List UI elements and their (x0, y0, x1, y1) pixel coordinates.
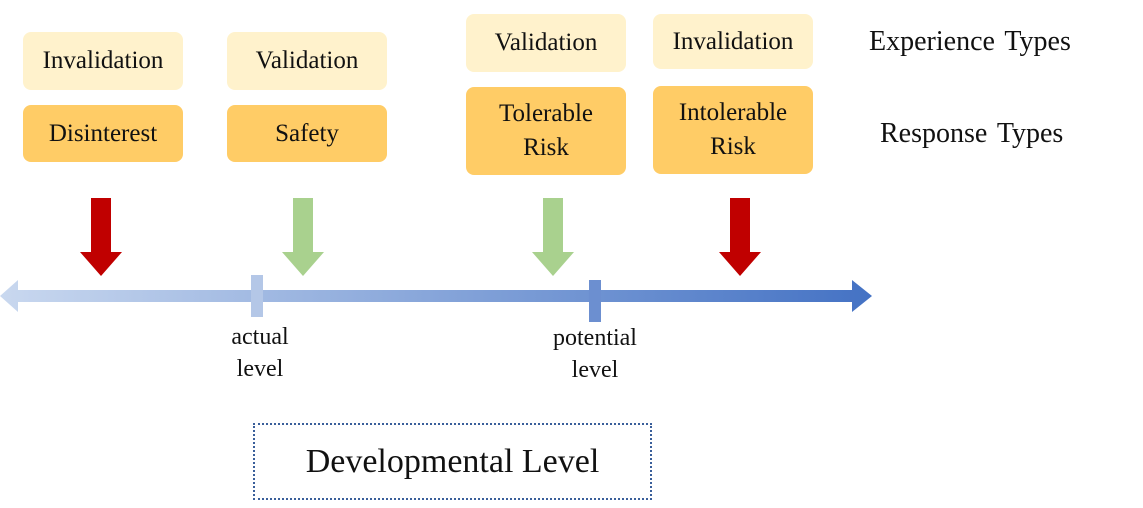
response-box-3: Tolerable Risk (466, 87, 626, 175)
response-box-1: Disinterest (23, 105, 183, 162)
actual-level-line1: actual (231, 324, 289, 350)
validation-arrow-2 (532, 198, 574, 276)
validation-arrow-1 (282, 198, 324, 276)
actual-level-tick (251, 275, 263, 317)
experience-box-2: Validation (227, 32, 387, 90)
potential-level-line2: level (571, 357, 619, 383)
response-box-2-text: Safety (275, 119, 339, 147)
response-types-label: Response Types (880, 118, 1064, 149)
response-box-4-line1: Intolerable (678, 99, 788, 126)
invalidation-arrow-1 (80, 198, 122, 276)
experience-box-1: Invalidation (23, 32, 183, 90)
developmental-level-title: Developmental Level (305, 442, 600, 480)
developmental-level-box: Developmental Level (253, 423, 652, 500)
actual-level-label: actual level (210, 321, 310, 385)
potential-level-label: potential level (535, 322, 655, 386)
experience-box-4: Invalidation (653, 14, 813, 69)
response-box-1-text: Disinterest (48, 119, 158, 147)
response-box-4: Intolerable Risk (653, 86, 813, 174)
response-box-4-line2: Risk (710, 133, 756, 160)
invalidation-arrow-2 (719, 198, 761, 276)
response-box-3-line2: Risk (523, 134, 569, 161)
potential-level-line1: potential (553, 325, 637, 351)
developmental-axis (0, 270, 880, 329)
experience-types-label: Experience Types (869, 26, 1071, 57)
experience-box-3: Validation (466, 14, 626, 72)
response-box-3-line1: Tolerable (498, 100, 594, 127)
response-box-2: Safety (227, 105, 387, 162)
axis-arrow-body (0, 280, 872, 312)
potential-level-tick (589, 280, 601, 322)
actual-level-line2: level (236, 356, 284, 382)
